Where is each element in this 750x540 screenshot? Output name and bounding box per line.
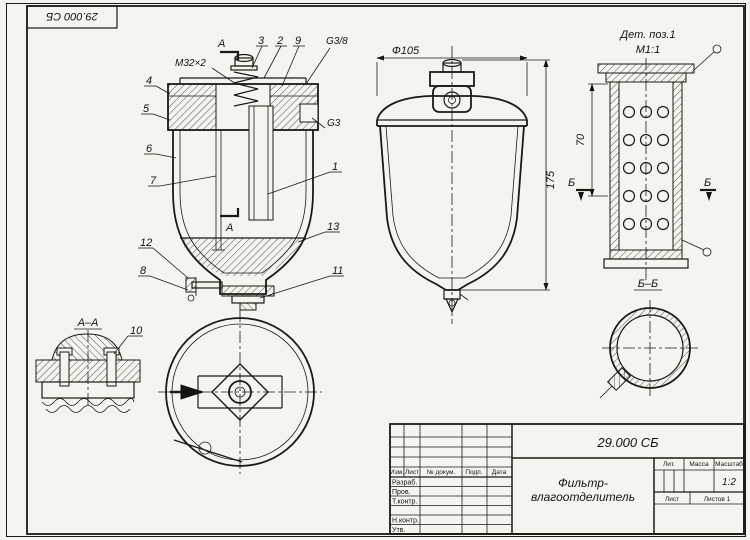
callout-8: 8 xyxy=(140,265,147,277)
section-bb-view: Б–Б xyxy=(599,278,698,399)
callout-9: 9 xyxy=(295,35,301,47)
section-bb-label: Б–Б xyxy=(638,278,658,290)
tb-header-izm: Изм. xyxy=(390,469,404,476)
tb-row-nkontr: Н.контр. xyxy=(392,518,419,525)
dim-height-70: 70 xyxy=(575,133,587,146)
tb-header-docnum: № докум. xyxy=(427,469,456,476)
section-aa-label: А–А xyxy=(77,317,99,329)
callout-13: 13 xyxy=(327,221,340,233)
front-view: Ф105 175 xyxy=(376,45,557,324)
thread-g38-label: G3/8 xyxy=(326,36,348,47)
tb-sheet-label: Лист xyxy=(665,496,679,503)
tb-row-razrab: Разраб. xyxy=(392,479,417,487)
callout-3: 3 xyxy=(258,35,265,47)
section-a-top-label: А xyxy=(217,38,225,50)
section-b-left-label: Б xyxy=(568,177,575,189)
dim-diameter: Ф105 xyxy=(392,45,420,57)
callout-2: 2 xyxy=(276,35,283,47)
bottom-view xyxy=(158,310,322,474)
callout-12: 12 xyxy=(140,237,152,249)
g3-port xyxy=(299,103,319,123)
callout-10: 10 xyxy=(130,325,143,337)
detail-scale: М1:1 xyxy=(636,44,660,56)
main-section-view: А А xyxy=(138,35,348,311)
callout-7: 7 xyxy=(150,175,157,187)
tb-mass-label: Масса xyxy=(689,461,709,468)
tb-header-podp: Подп. xyxy=(465,469,482,476)
tb-sheets-label: Листов 1 xyxy=(704,496,731,503)
tb-product-name-1: Фильтр- xyxy=(558,476,608,490)
tb-scale-value: 1:2 xyxy=(722,477,736,488)
sheet-frame: 29.000 СБ xyxy=(6,3,746,537)
thread-g3-label: G3 xyxy=(327,118,341,129)
dim-height-175: 175 xyxy=(545,170,557,189)
callout-6: 6 xyxy=(146,143,153,155)
tb-header-data: Дата xyxy=(492,469,507,476)
tb-row-tkontr: Т.контр. xyxy=(392,499,417,506)
thread-m32-label: М32×2 xyxy=(175,58,206,69)
callouts: 3 2 9 4 5 6 7 1 13 12 8 11 xyxy=(138,35,344,299)
tb-doc-number: 29.000 СБ xyxy=(596,435,659,450)
callout-11: 11 xyxy=(332,265,343,277)
spring xyxy=(233,71,259,107)
tb-product-name-2: влагоотделитель xyxy=(531,490,635,504)
callout-5: 5 xyxy=(143,103,150,115)
tb-row-prov: Пров. xyxy=(392,489,411,496)
title-block: Изм. Лист № докум. Подп. Дата Разраб. Пр… xyxy=(389,423,745,535)
callout-4: 4 xyxy=(146,75,152,87)
detail-view: Дет. поз.1 М1:1 70 Б Б xyxy=(568,29,722,280)
section-a-bottom-label: А xyxy=(225,222,233,234)
tb-header-list: Лист xyxy=(405,469,419,476)
section-aa-view: А–А 10 xyxy=(35,317,143,413)
corner-stamp: 29.000 СБ xyxy=(46,10,99,22)
filter-perforations xyxy=(622,105,670,231)
tb-scale-label: Масштаб xyxy=(715,460,743,468)
tb-row-utv: Утв. xyxy=(392,527,405,534)
detail-title: Дет. поз.1 xyxy=(618,29,675,41)
center-tube xyxy=(248,105,274,221)
section-b-right-label: Б xyxy=(704,177,711,189)
tb-lit-label: Лит. xyxy=(663,461,675,468)
condensate-hatch xyxy=(180,238,306,276)
callout-1: 1 xyxy=(332,161,338,173)
